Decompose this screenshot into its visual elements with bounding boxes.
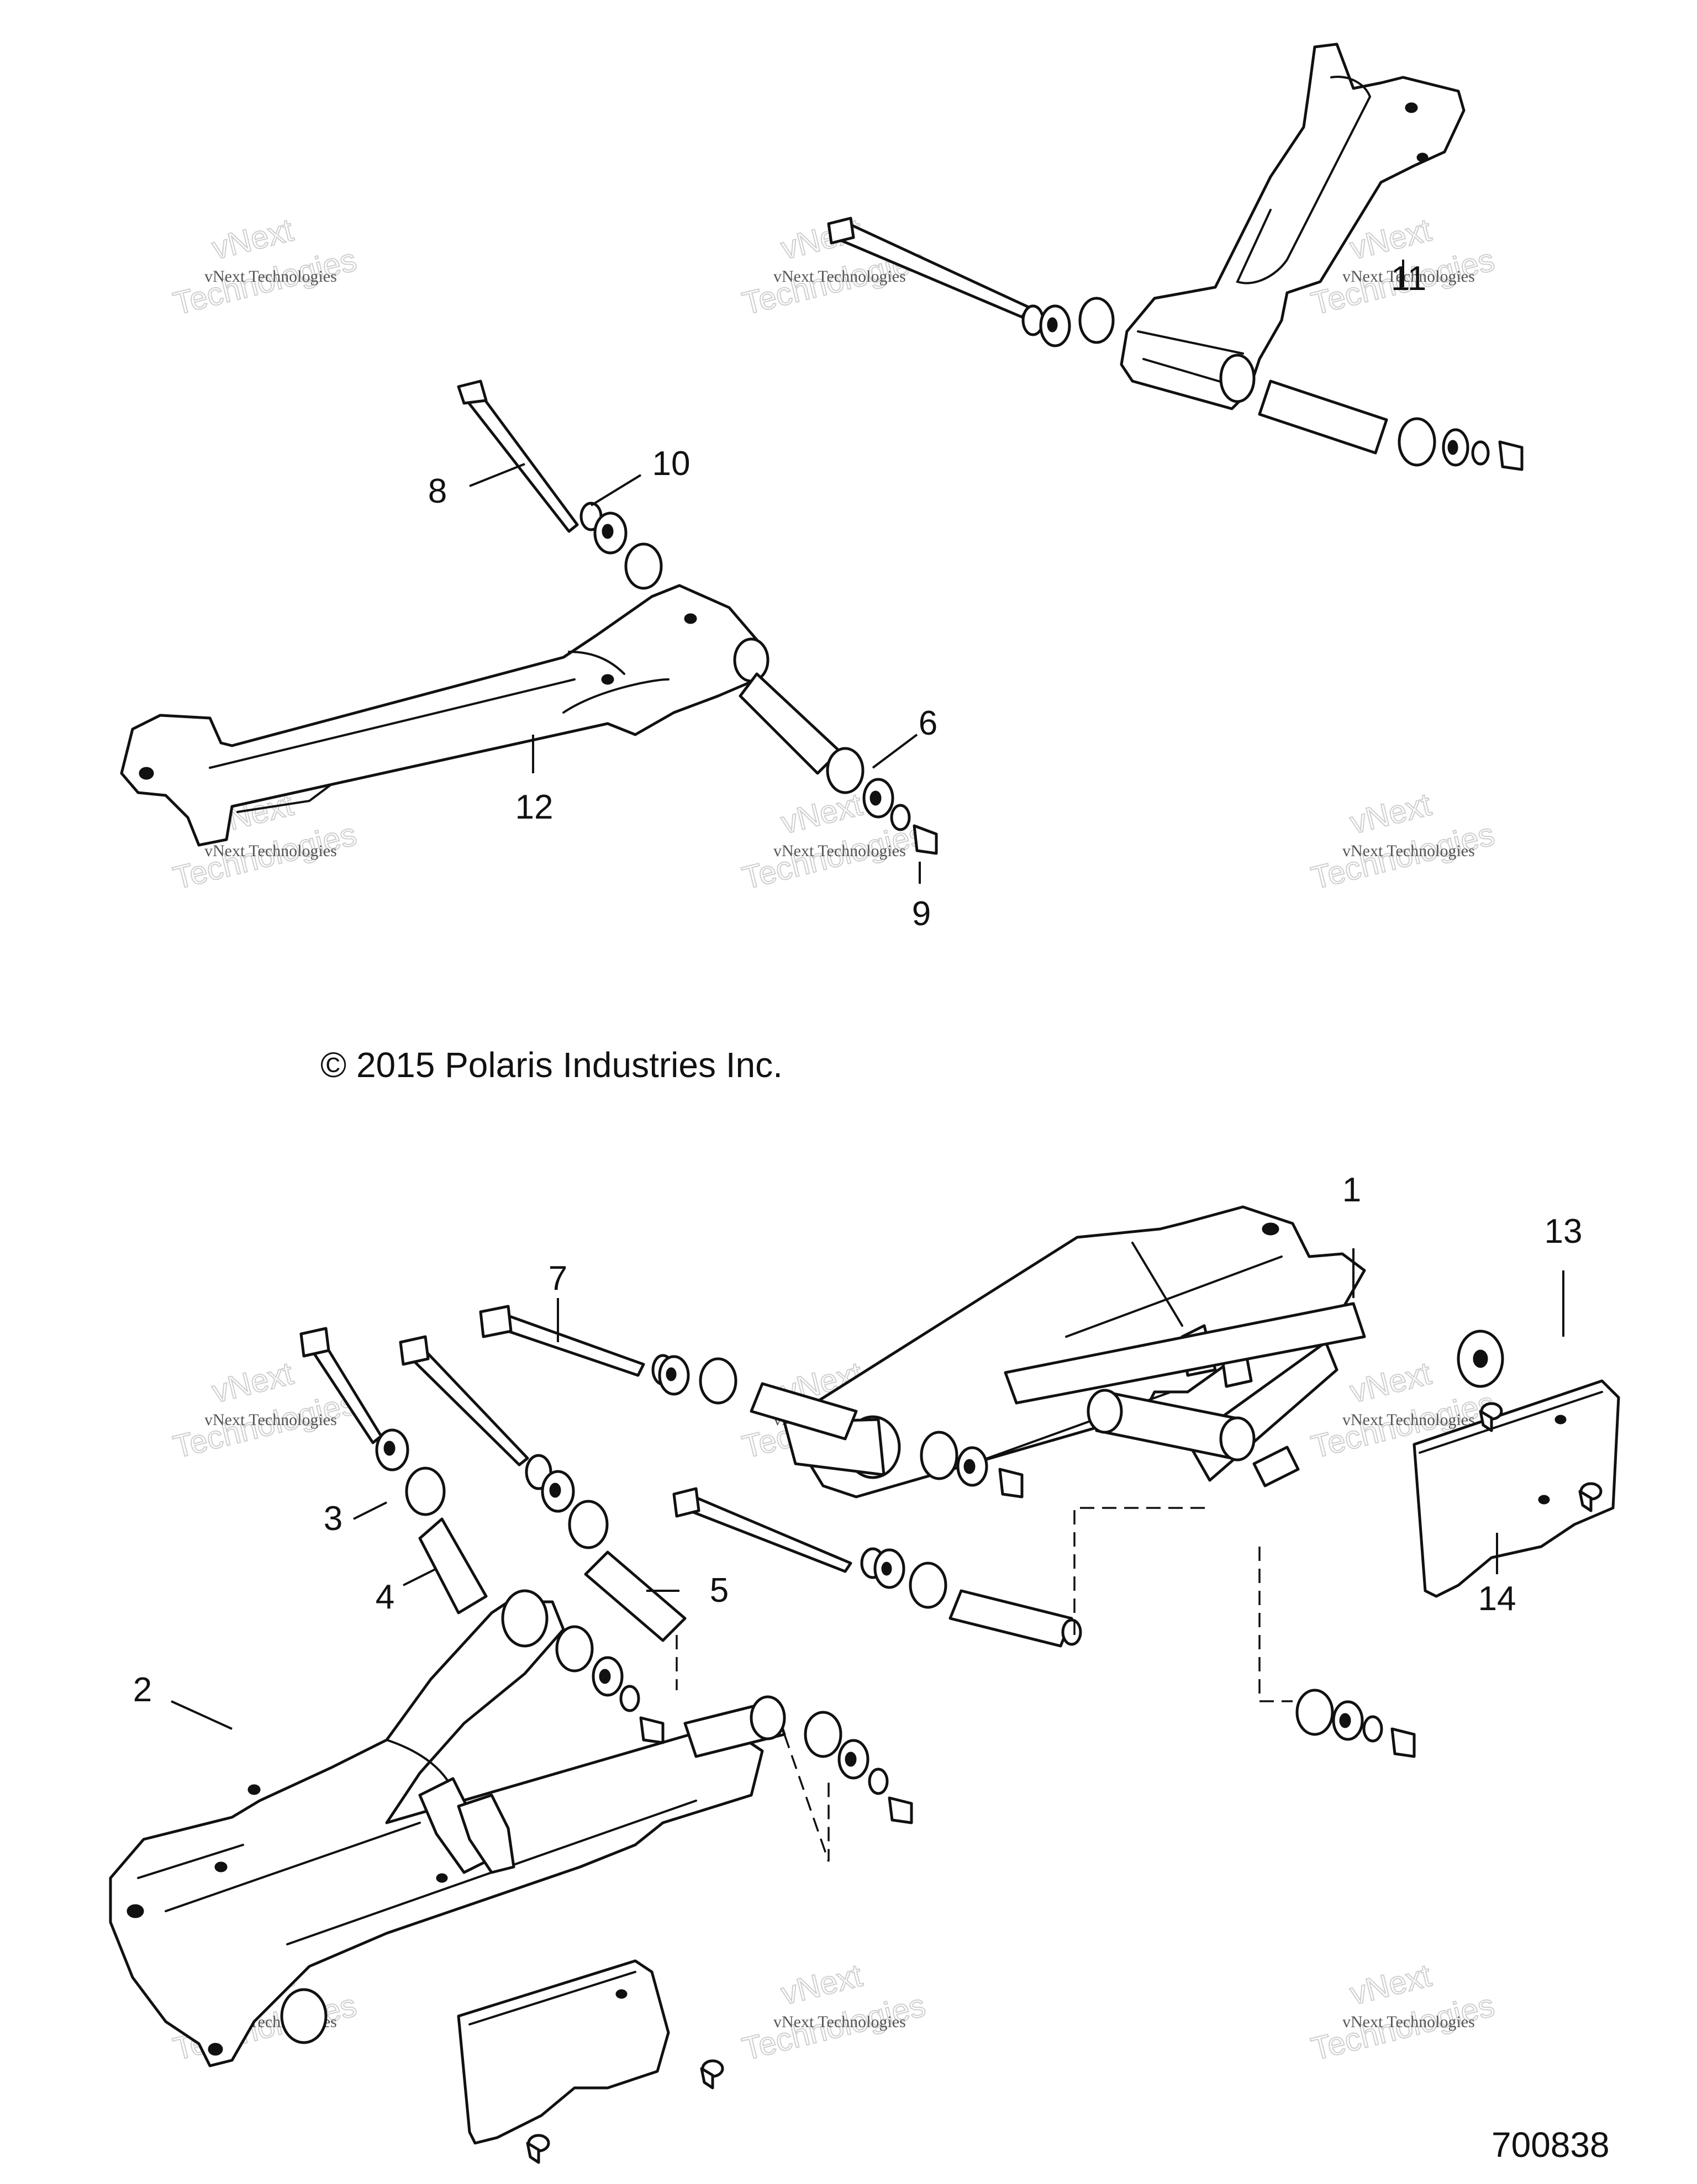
copyright-text: © 2015 Polaris Industries Inc. <box>320 1045 783 1085</box>
callout-14: 14 <box>1478 1580 1516 1618</box>
leader-lines <box>171 260 1564 1730</box>
sleeve-4 <box>418 1517 488 1615</box>
bushing-hole <box>1047 317 1058 333</box>
watermark: vNext Technologies vNext Technologies <box>1307 786 1498 897</box>
crossmember-1 <box>783 1205 1504 1499</box>
trailing-arm-right <box>1120 43 1466 410</box>
svg-text:vNext Technologies: vNext Technologies <box>773 267 906 286</box>
sleeve <box>624 542 663 590</box>
svg-text:vNext Technologies: vNext Technologies <box>1342 842 1475 860</box>
bolt-3-assembly <box>299 1327 488 1615</box>
svg-text:vNext Technologies: vNext Technologies <box>1342 267 1475 286</box>
callout-10: 10 <box>652 445 691 483</box>
bushing <box>920 1431 958 1480</box>
callout-5: 5 <box>710 1571 729 1610</box>
callout-3: 3 <box>324 1500 342 1538</box>
bushing-stack-right <box>1295 1689 1416 1758</box>
nut <box>1498 440 1524 471</box>
sleeve <box>1078 297 1115 344</box>
trailing-arm-left-assembly <box>120 379 938 855</box>
callout-11: 11 <box>1391 260 1426 298</box>
bushing <box>1398 417 1436 467</box>
trailing-arm-right-assembly <box>827 43 1524 471</box>
callout-2: 2 <box>133 1671 152 1709</box>
svg-text:vNext Technologies: vNext Technologies <box>773 2013 906 2031</box>
screw-14 <box>1479 1402 1503 1432</box>
callout-4: 4 <box>376 1578 394 1616</box>
skid-plate-13 <box>1413 1379 1620 1598</box>
svg-text:vNext Technologies: vNext Technologies <box>204 1411 337 1429</box>
svg-text:vNext Technologies: vNext Technologies <box>773 842 906 860</box>
nut <box>998 1468 1024 1499</box>
bushing-stack-left-upper <box>555 1625 665 1744</box>
dashed-alignment <box>783 1734 830 1862</box>
bolt-7-assembly <box>479 1305 858 1441</box>
callout-12: 12 <box>515 788 554 826</box>
callout-13: 13 <box>1545 1212 1583 1251</box>
screw <box>700 2059 724 2090</box>
svg-text:vNext Technologies: vNext Technologies <box>1342 1411 1475 1429</box>
callout-1: 1 <box>1342 1171 1361 1209</box>
sleeve-long <box>1258 379 1388 455</box>
svg-text:vNext Technologies: vNext Technologies <box>1342 2013 1475 2031</box>
sleeve-long <box>739 672 841 775</box>
bolt-lower-assembly <box>672 1487 1082 1648</box>
screw <box>526 2134 550 2164</box>
watermark: vNext Technologies vNext Technologies <box>738 786 929 897</box>
callout-7: 7 <box>549 1259 567 1297</box>
watermark: vNext Technologies vNext Technologies <box>169 212 360 323</box>
trailing-arm-left <box>120 584 764 847</box>
callout-8: 8 <box>428 472 447 510</box>
bolt-8 <box>457 379 579 533</box>
dashed-alignment <box>1073 1507 1210 1635</box>
nut-9 <box>913 824 938 855</box>
watermark: vNext Technologies vNext Technologies <box>738 1957 929 2068</box>
crossmember-2 <box>109 1589 786 2067</box>
screw-14 <box>1578 1482 1603 1512</box>
bolt-5-assembly <box>399 1335 687 1642</box>
svg-text:vNext Technologies: vNext Technologies <box>204 267 337 286</box>
washer <box>1471 440 1490 466</box>
callouts: 1 2 3 4 5 6 7 8 9 10 11 12 13 14 <box>133 260 1583 1709</box>
washer <box>890 804 911 831</box>
watermark: vNext Technologies vNext Technologies <box>1307 1957 1498 2068</box>
bushing-stack-left-lower <box>804 1711 913 1824</box>
callout-6: 6 <box>919 704 937 742</box>
sleeve-5 <box>584 1550 687 1642</box>
svg-text:vNext Technologies: vNext Technologies <box>204 842 337 860</box>
diagram-number: 700838 <box>1492 2125 1610 2165</box>
dashed-alignment <box>1258 1547 1293 1702</box>
bushing-6 <box>826 747 865 794</box>
callout-9: 9 <box>912 895 931 933</box>
skid-plate-lower <box>457 1959 670 2145</box>
